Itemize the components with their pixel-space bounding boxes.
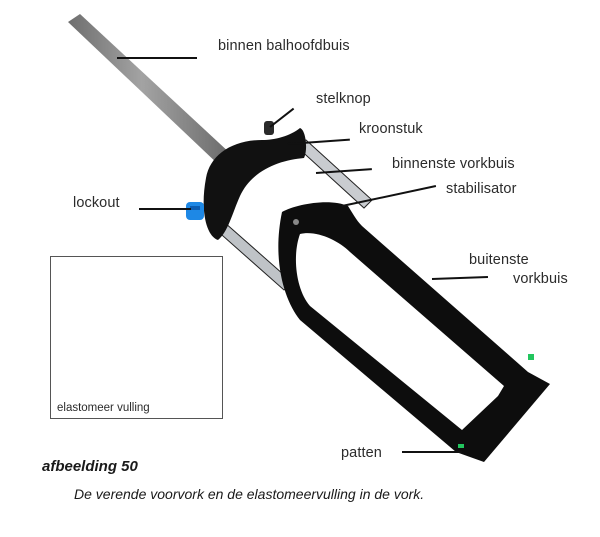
label-inner-fork-tube: binnenste vorkbuis <box>392 156 515 172</box>
label-steerer-tube: binnen balhoofdbuis <box>218 38 350 54</box>
label-adjust-knob: stelknop <box>316 91 371 107</box>
inset-caption: elastomeer vulling <box>57 402 150 414</box>
label-crown: kroonstuk <box>359 121 423 137</box>
indicator-green-icon <box>528 354 534 360</box>
elastomer-inset: elastomeer vulling <box>50 256 223 419</box>
outer-fork-body <box>278 202 550 462</box>
label-dropouts: patten <box>341 445 382 461</box>
leader-steerer <box>117 57 197 59</box>
figure-caption: De verende voorvork en de elastomeervull… <box>74 486 425 502</box>
label-lockout: lockout <box>73 195 120 211</box>
label-outer-fork-tube-2: vorkbuis <box>513 271 568 287</box>
lockout-knob <box>186 202 204 220</box>
leader-lockout <box>139 208 191 210</box>
steerer-tube <box>68 14 232 166</box>
label-outer-fork-tube-1: buitenste <box>469 252 529 268</box>
figure-title: afbeelding 50 <box>42 458 138 475</box>
label-stabilizer: stabilisator <box>446 181 517 197</box>
leader-dropouts <box>402 451 462 453</box>
